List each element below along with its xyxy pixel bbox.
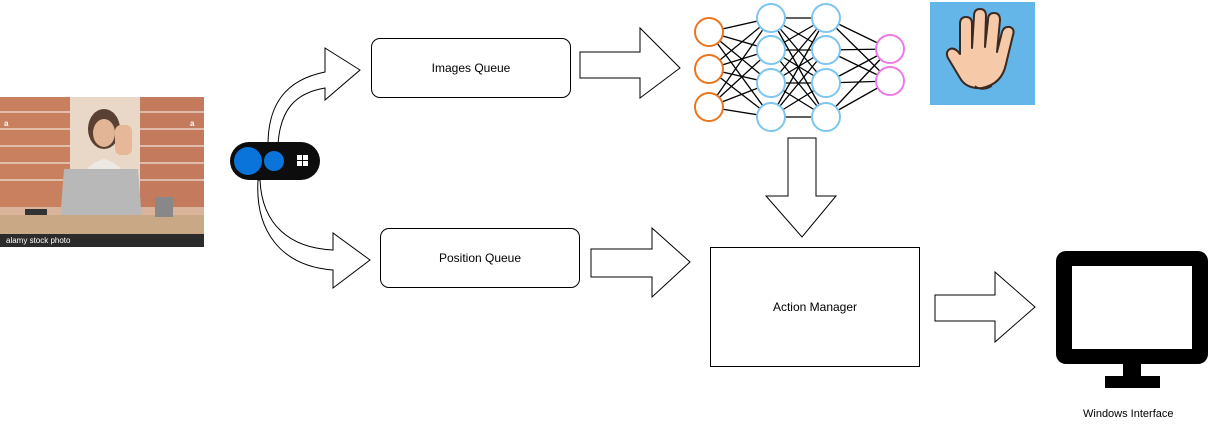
hand-gesture-icon [945,8,1015,90]
neuron-connection [708,31,772,118]
curved-arrow-to-position-queue [257,179,371,290]
input-neuron [694,92,724,122]
position-queue-node: Position Queue [380,228,580,288]
hidden-neuron [811,102,841,132]
input-neuron [694,17,724,47]
webcam-device-icon [230,142,320,180]
hidden-neuron [811,3,841,33]
hidden-neuron [756,68,786,98]
images-queue-node: Images Queue [371,38,571,98]
hidden-neuron [756,102,786,132]
arrow-action-to-windows [934,270,1036,344]
monitor-icon [1056,251,1208,388]
watermark-mark: a [190,119,195,128]
arrow-position-to-action [590,226,691,299]
hand-gesture-tile [930,2,1035,105]
hidden-neuron [756,35,786,65]
arrow-images-to-network [579,26,681,99]
arrow-network-to-action [764,137,838,238]
photo-watermark: alamy stock photo [0,234,204,247]
neuron-connection [770,17,827,118]
windows-interface-label: Windows Interface [1083,408,1174,420]
images-queue-label: Images Queue [431,61,511,75]
curved-arrow-to-images-queue [267,47,361,146]
hidden-neuron [811,35,841,65]
hidden-neuron [811,68,841,98]
input-neuron [694,54,724,84]
action-manager-label: Action Manager [772,300,858,314]
output-neuron [875,34,905,64]
neuron-connection [708,17,772,108]
position-queue-label: Position Queue [438,251,522,265]
output-neuron [875,66,905,96]
person-stop-gesture-photo: a a alamy stock photo [0,97,204,247]
photo-illustration [0,97,204,247]
watermark-mark: a [4,119,9,128]
neural-network-icon [694,3,905,132]
action-manager-node: Action Manager [710,247,920,367]
neuron-connection [825,48,891,118]
hidden-neuron [756,3,786,33]
